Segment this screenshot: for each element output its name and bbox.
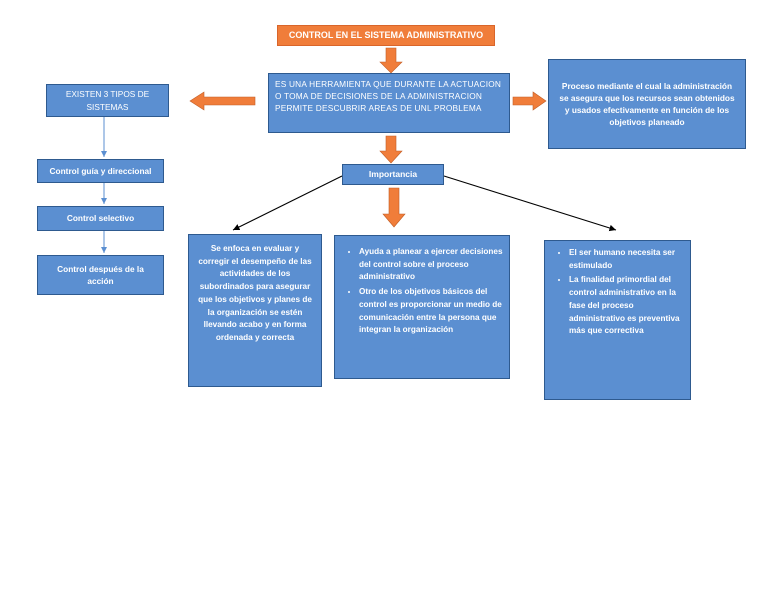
list-item: Ayuda a planear a ejercer decisiones del…	[359, 246, 503, 284]
importance-middle-box: Ayuda a planear a ejercer decisiones del…	[334, 235, 510, 379]
process-box: Proceso mediante el cual la administraci…	[548, 59, 746, 149]
type-1-box: Control guía y direccional	[37, 159, 164, 183]
definition-box: ES UNA HERRAMIENTA QUE DURANTE LA ACTUAC…	[268, 73, 510, 133]
list-item: Otro de los objetivos básicos del contro…	[359, 286, 503, 337]
arrow-down-title	[379, 47, 403, 74]
type-2-box: Control selectivo	[37, 206, 164, 231]
line-importance-left	[232, 175, 343, 231]
arrow-down-middle	[382, 187, 406, 228]
arrow-down-importance	[379, 135, 403, 164]
types-header: EXISTEN 3 TIPOS DE SISTEMAS	[46, 84, 169, 117]
importance-box: Importancia	[342, 164, 444, 185]
list-item: La finalidad primordial del control admi…	[569, 274, 686, 338]
arrow-right-process	[512, 91, 547, 111]
arrow-left-types	[189, 91, 256, 111]
importance-right-list: El ser humano necesita ser estimulado La…	[551, 247, 686, 338]
list-item: El ser humano necesita ser estimulado	[569, 247, 686, 272]
diagram-title: CONTROL EN EL SISTEMA ADMINISTRATIVO	[277, 25, 495, 46]
line-importance-right	[443, 175, 617, 232]
type-3-box: Control después de la acción	[37, 255, 164, 295]
importance-right-box: El ser humano necesita ser estimulado La…	[544, 240, 691, 400]
importance-left-box: Se enfoca en evaluar y corregir el desem…	[188, 234, 322, 387]
importance-middle-list: Ayuda a planear a ejercer decisiones del…	[341, 246, 503, 337]
